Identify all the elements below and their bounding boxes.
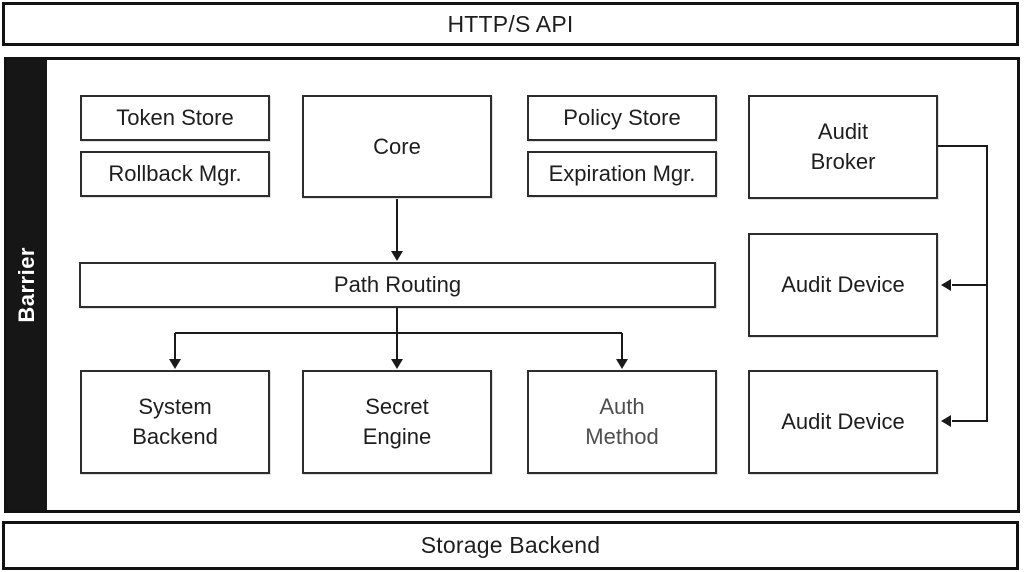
audit-device-label: Audit Device	[781, 272, 905, 298]
http-api-bar: HTTP/S API	[2, 2, 1019, 46]
secret-engine-box: Secret Engine	[302, 370, 492, 474]
system-backend-label: System Backend	[132, 394, 218, 449]
audit-device-label: Audit Device	[781, 409, 905, 435]
audit-broker-label: Audit Broker	[810, 119, 876, 174]
expiration-mgr-label: Expiration Mgr.	[548, 161, 696, 187]
auth-method-label: Auth Method	[585, 394, 659, 449]
barrier-label: Barrier	[14, 247, 39, 323]
http-api-label: HTTP/S API	[447, 10, 574, 37]
core-box: Core	[302, 95, 492, 198]
path-routing-box: Path Routing	[79, 262, 716, 308]
storage-backend-label: Storage Backend	[420, 532, 601, 558]
audit-broker-box: Audit Broker	[748, 95, 938, 199]
core-label: Core	[373, 133, 421, 159]
secret-engine-label: Secret Engine	[362, 394, 432, 449]
rollback-mgr-box: Rollback Mgr.	[80, 151, 270, 197]
path-routing-label: Path Routing	[333, 272, 462, 298]
policy-store-label: Policy Store	[563, 105, 681, 131]
system-backend-box: System Backend	[80, 370, 270, 474]
rollback-mgr-label: Rollback Mgr.	[108, 161, 242, 187]
audit-device-box: Audit Device	[748, 370, 938, 474]
audit-device-box: Audit Device	[748, 233, 938, 337]
expiration-mgr-box: Expiration Mgr.	[527, 151, 717, 197]
token-store-label: Token Store	[116, 105, 234, 131]
token-store-box: Token Store	[80, 95, 270, 141]
auth-method-box: Auth Method	[527, 370, 717, 474]
policy-store-box: Policy Store	[527, 95, 717, 141]
barrier-sidebar: Barrier	[7, 60, 47, 510]
storage-backend-bar: Storage Backend	[2, 521, 1019, 570]
